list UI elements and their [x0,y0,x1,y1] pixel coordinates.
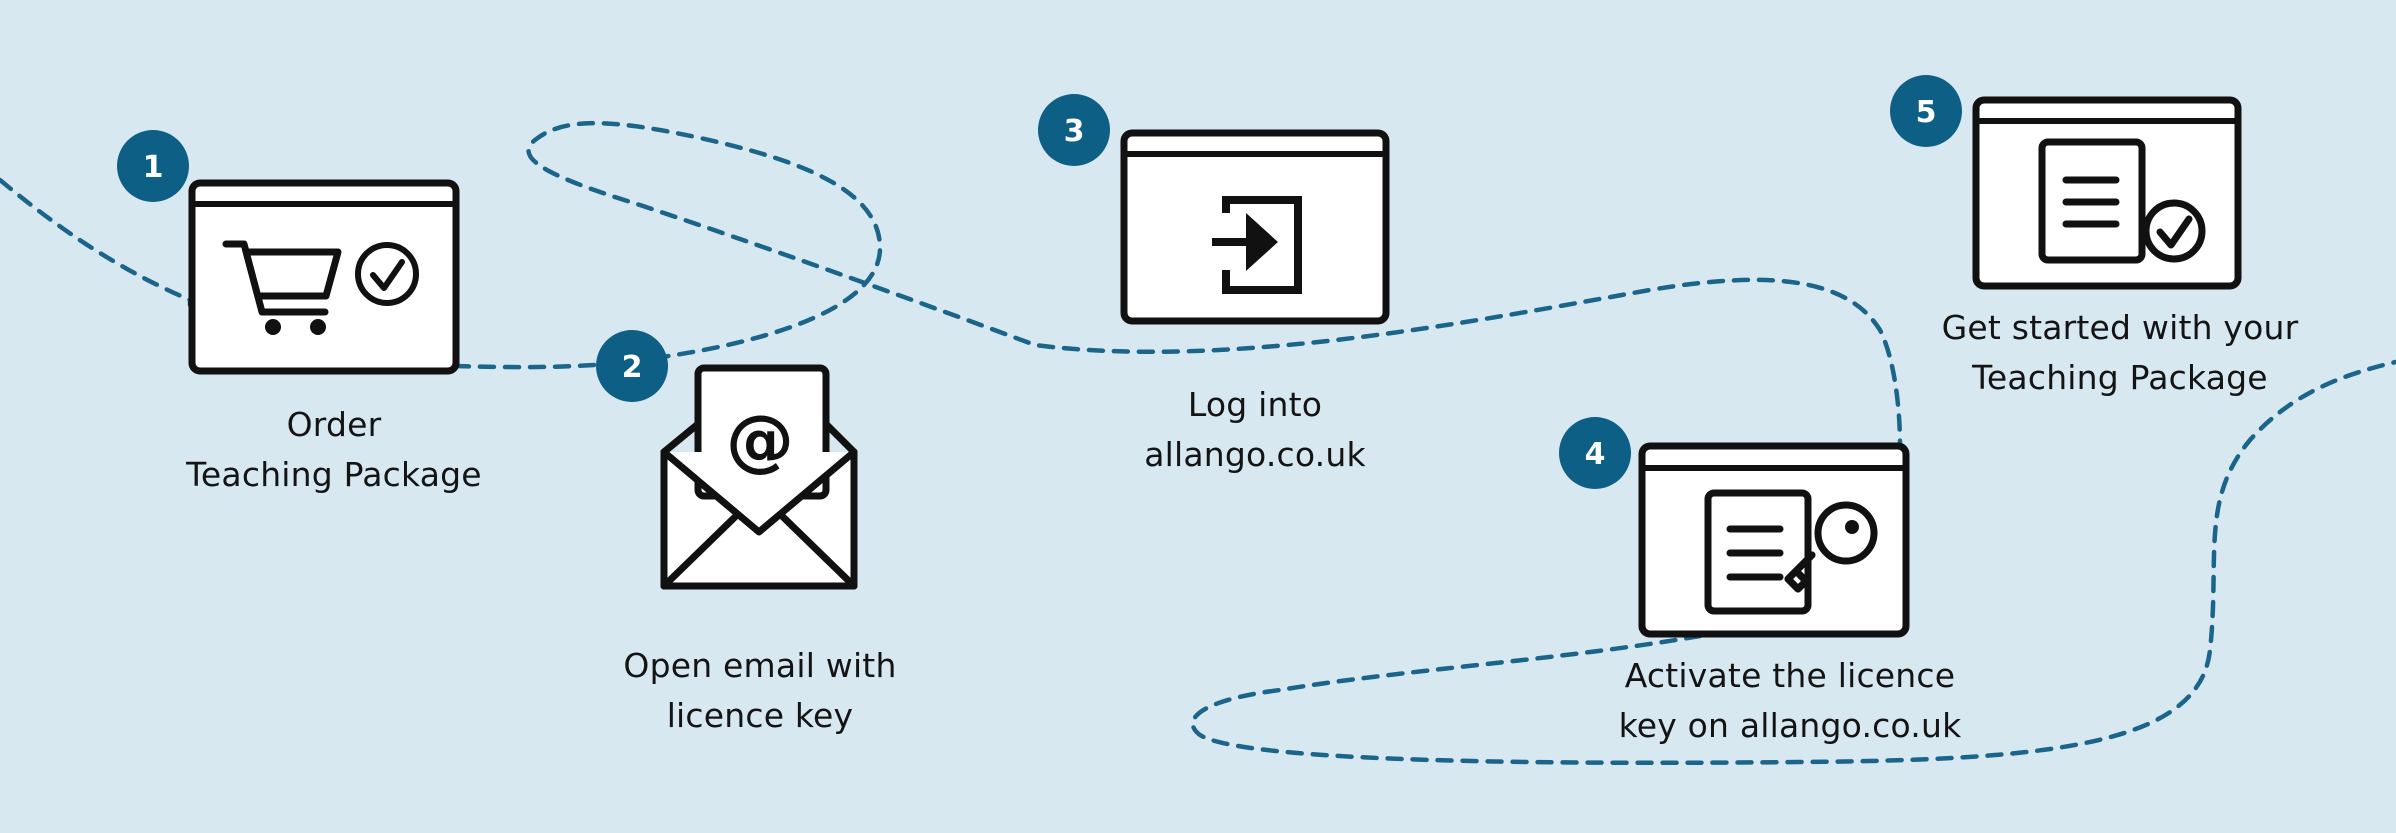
step-4-label: Activate the licence key on allango.co.u… [1550,651,2030,751]
step-2-label-line1: Open email with [623,646,897,685]
step-5-label-line1: Get started with your [1941,308,2299,347]
step-4-label-line1: Activate the licence [1624,656,1956,695]
step-1-badge: 1 [117,130,189,202]
step-2-number: 2 [622,350,643,385]
step-4-label-line2: key on allango.co.uk [1618,706,1962,745]
step-1-number: 1 [143,150,164,185]
step-3-label: Log into allango.co.uk [1055,380,1455,480]
svg-text:@: @ [726,401,794,480]
check-circle-icon [355,242,419,306]
step-1-window [188,179,460,375]
step-3-label-line2: allango.co.uk [1144,435,1366,474]
step-3-number: 3 [1064,114,1085,149]
step-5-number: 5 [1916,95,1937,130]
dashed-path [0,121,2396,766]
step-2-label-line2: licence key [666,696,854,735]
step-5-label: Get started with your Teaching Package [1870,303,2370,403]
step-1-label: Order Teaching Package [134,400,534,500]
step-4-number: 4 [1585,437,1606,472]
document-key-icon [1704,489,1878,615]
shopping-cart-icon [222,240,342,335]
step-5-badge: 5 [1890,75,1962,147]
login-icon [1212,196,1302,294]
step-1-label-line2: Teaching Package [186,455,482,494]
step-5-label-line2: Teaching Package [1972,358,2268,397]
step-2-badge: 2 [596,330,668,402]
document-check-icon [2038,138,2206,264]
step-3-badge: 3 [1038,94,1110,166]
step-4-badge: 4 [1559,417,1631,489]
step-3-label-line1: Log into [1187,385,1323,424]
envelope-at-icon: @ [660,364,858,590]
step-2-label: Open email with licence key [560,641,960,741]
step-1-label-line1: Order [286,405,382,444]
